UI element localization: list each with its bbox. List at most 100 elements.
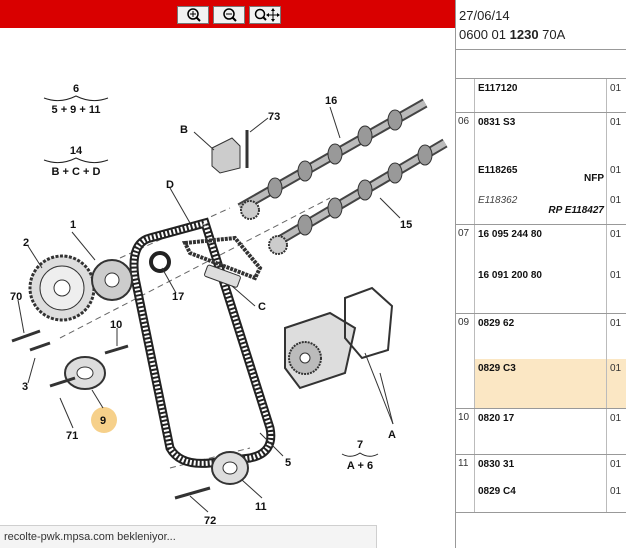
zoom-out-icon: [223, 8, 237, 22]
reference-row[interactable]: 0829 C4 01: [475, 482, 626, 512]
seal-ring: [149, 251, 171, 273]
part-reference: 0829 62: [478, 318, 515, 329]
zoom-in-button[interactable]: [177, 6, 209, 24]
timing-belt-exploded-diagram: 6 5 + 9 + 11 14 B + C + D 7 A + 6 1 2 3 …: [10, 83, 448, 525]
part-reference: 0831 S3: [478, 117, 516, 128]
part-quantity: 01: [606, 482, 626, 512]
part-reference: 16 095 244 80: [478, 229, 542, 240]
part-quantity: 01: [606, 79, 626, 112]
callout-9[interactable]: 9: [100, 415, 106, 427]
tensioner-roller: [64, 356, 106, 390]
callout-71[interactable]: 71: [66, 430, 78, 442]
callout-5[interactable]: 5: [285, 457, 291, 469]
cam-sprocket-upper: [240, 200, 260, 220]
set-14-number: 14: [70, 145, 83, 157]
pump-pulley: [91, 259, 133, 301]
set-6-number: 6: [73, 83, 79, 95]
callout-11[interactable]: 11: [255, 501, 267, 513]
reference-code-main: 1230: [509, 27, 539, 42]
callout-16[interactable]: 16: [325, 95, 337, 107]
set-6-formula: 5 + 9 + 11: [52, 104, 101, 116]
callout-1[interactable]: 1: [70, 219, 76, 231]
part-reference: E118265: [478, 165, 518, 176]
part-quantity: 01: [606, 191, 626, 224]
water-pump-gasket: [344, 286, 394, 360]
callout-15[interactable]: 15: [400, 219, 412, 231]
chain-guide: [204, 264, 241, 288]
callout-17[interactable]: 17: [172, 291, 184, 303]
part-quantity: 01: [606, 113, 626, 161]
callout-2[interactable]: 2: [23, 237, 29, 249]
set-7-number: 7: [357, 439, 363, 451]
reference-code-suffix: 70A: [542, 27, 566, 42]
set-7: 7 A + 6: [341, 439, 379, 472]
water-pump: [284, 311, 357, 390]
reference-row[interactable]: 0831 S3 01: [475, 113, 626, 161]
callout-d[interactable]: D: [166, 179, 174, 191]
zoom-pan-icon: [254, 8, 280, 22]
part-note: NFP: [584, 173, 604, 184]
callout-c[interactable]: C: [258, 301, 266, 313]
browser-status-bar: recolte-pwk.mpsa.com bekleniyor...: [0, 525, 377, 548]
reference-row[interactable]: 0820 17 01: [475, 409, 626, 454]
zoom-in-icon: [187, 8, 201, 22]
part-quantity: 01: [606, 455, 626, 482]
belt-teeth: [131, 219, 274, 466]
bolts: [11, 329, 211, 500]
camshaft-upper: [237, 98, 428, 213]
part-reference: 0829 C4: [478, 486, 516, 497]
part-reference: E118362: [478, 195, 518, 206]
set-14-formula: B + C + D: [52, 166, 101, 178]
group-index: 06: [456, 113, 475, 224]
set-14: 14 B + C + D: [43, 145, 109, 178]
idler-roller: [211, 451, 249, 485]
part-quantity: 01: [606, 409, 626, 454]
callout-3[interactable]: 3: [22, 381, 28, 393]
group-index: 10: [456, 409, 475, 454]
callout-highlight: [91, 407, 117, 433]
set-6: 6 5 + 9 + 11: [43, 83, 109, 116]
leader-lines: [17, 106, 401, 513]
group-index: 09: [456, 314, 475, 408]
part-note: RP E118427: [548, 205, 604, 216]
reference-header: 27/06/14 0600 01 1230 70A: [456, 0, 626, 50]
camshaft-lower: [272, 138, 448, 248]
reference-code-prefix: 0600 01: [459, 27, 506, 42]
zoom-pan-button[interactable]: [249, 6, 281, 24]
callout-a[interactable]: A: [388, 429, 396, 441]
reference-code: 0600 01 1230 70A: [459, 25, 626, 44]
callout-72[interactable]: 72: [204, 515, 216, 525]
diagram-panel: 6 5 + 9 + 11 14 B + C + D 7 A + 6 1 2 3 …: [0, 0, 456, 548]
zoom-out-button[interactable]: [213, 6, 245, 24]
part-reference: 0820 17: [478, 413, 515, 424]
callout-b[interactable]: B: [180, 124, 188, 136]
reference-date: 27/06/14: [459, 8, 510, 23]
part-quantity: 01: [606, 266, 626, 313]
part-reference: 0829 C3: [478, 363, 516, 374]
callout-70[interactable]: 70: [10, 291, 22, 303]
callout-10[interactable]: 10: [110, 319, 122, 331]
group-index: 07: [456, 225, 475, 313]
callout-73[interactable]: 73: [268, 111, 280, 123]
reference-row[interactable]: 16 095 244 80 01: [475, 225, 626, 266]
part-quantity: 01: [606, 225, 626, 266]
timing-chain: [181, 235, 263, 281]
crankshaft-sprocket: [28, 254, 96, 322]
group-index: [456, 79, 475, 112]
diagram-toolbar: [0, 0, 455, 28]
group-index: 11: [456, 455, 475, 512]
